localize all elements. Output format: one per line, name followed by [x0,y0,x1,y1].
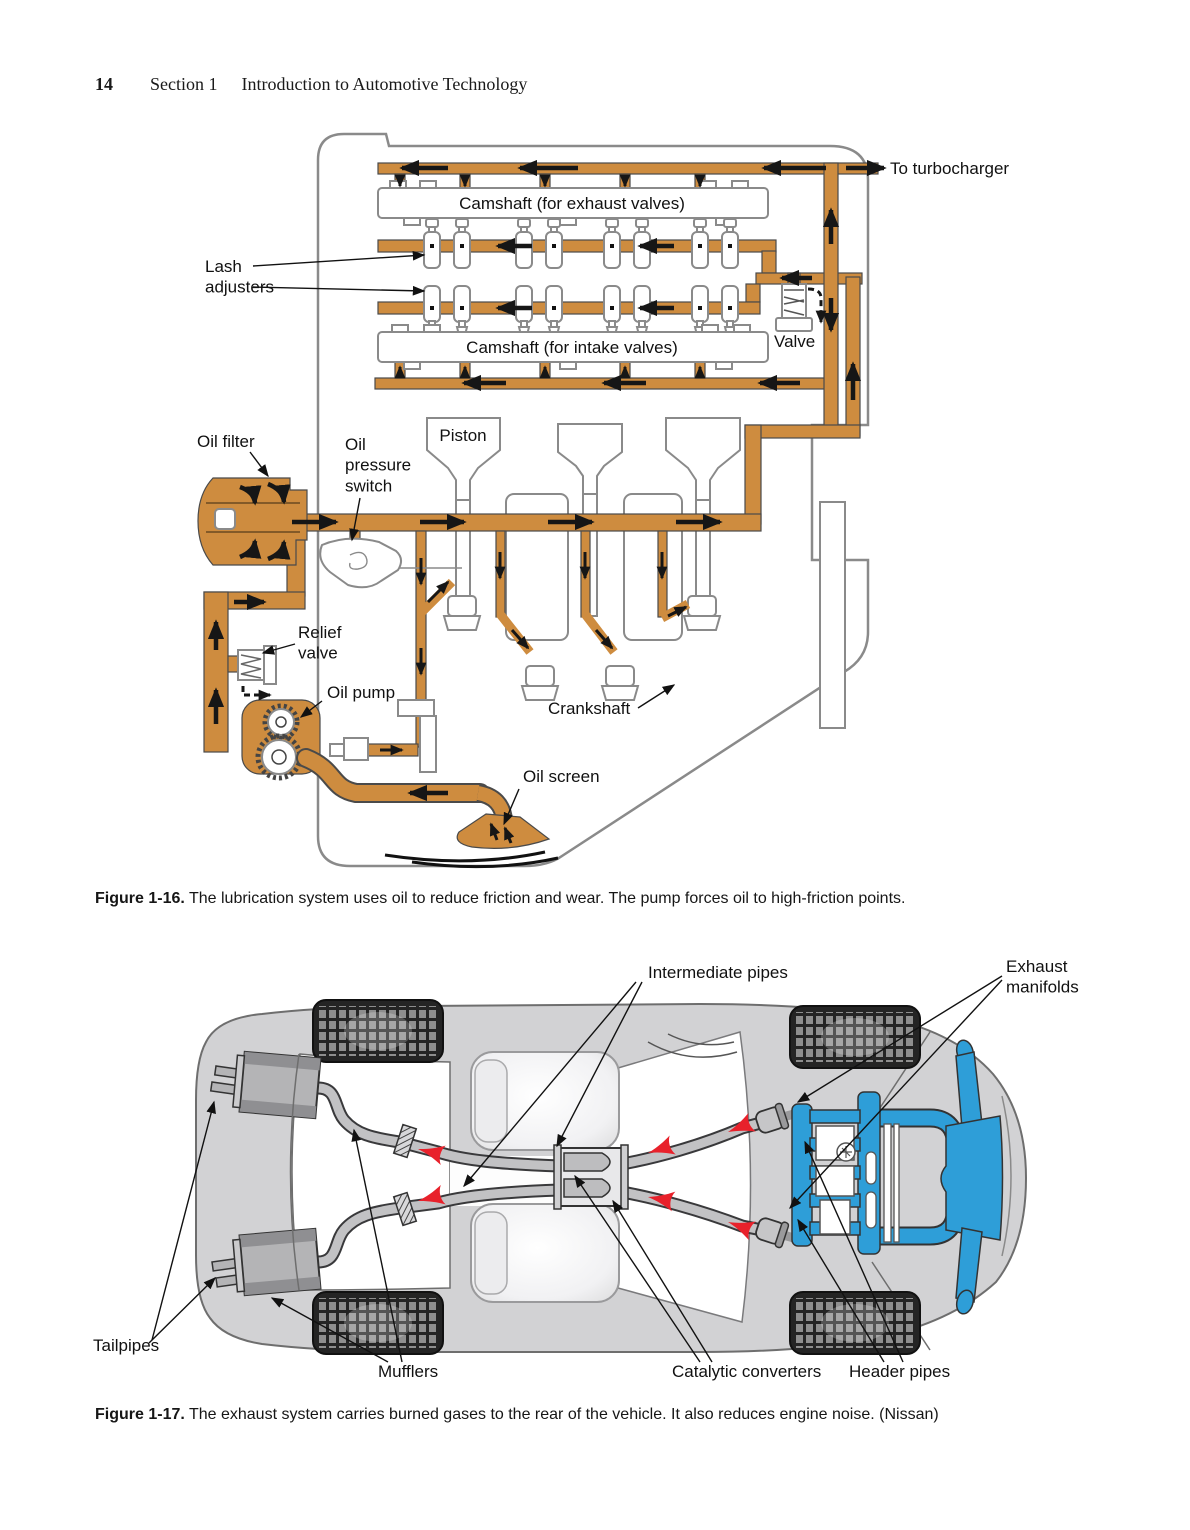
header-pipes-leader-2 [804,1140,904,1363]
valve-label: Valve [774,332,815,351]
windshield [608,1031,752,1323]
oil-filter [197,477,308,566]
camshaft-intake-label: Camshaft (for intake valves) [466,338,678,357]
intermediate-pipes-label: Intermediate pipes [648,963,788,982]
oil-screen-leader [503,788,520,826]
camshaft-intake: Camshaft (for intake valves) [377,324,769,370]
tire-front-left [789,1005,921,1069]
wiper-arcs [647,1033,738,1058]
crankshaft-label: Crankshaft [548,699,630,718]
flywheel-housing-outline [819,501,846,729]
oil-filter-leader [249,451,269,478]
oil-filter-label: Oil filter [197,432,255,451]
tire-rear-right [312,1291,444,1355]
tire-front-right [789,1291,921,1355]
catalytic-converters-label: Catalytic converters [672,1362,821,1381]
section-title: Introduction to Automotive Technology [241,74,528,94]
exhaust-manifolds-leader-1 [796,975,1003,1103]
header-pipes-label: Header pipes [849,1362,950,1381]
mufflers-leader-2 [270,1297,389,1363]
crankshaft-leader [637,684,676,709]
catalytic-converters-leader-1 [574,1174,701,1363]
oil-pump-leader [299,700,323,718]
intermediate-pipes-leader-2 [463,981,637,1188]
muffler-lower [232,1227,322,1297]
oil-screen-label: Oil screen [523,767,600,786]
oil-pickup-pipe [296,748,513,822]
catalytic-converters-leader-2 [612,1199,713,1363]
oil-pump-drive [329,699,437,773]
section-label: Section 1 [150,74,218,94]
relief-valve [227,645,277,685]
tailpipes-label: Tailpipes [93,1336,159,1355]
oil-pump-label: Oil pump [327,683,395,702]
engine-block [815,1123,900,1243]
figure-17-caption-text: The exhaust system carries burned gases … [188,1406,939,1423]
exhaust-manifolds-leader-2 [789,979,1003,1210]
figure-17-caption-label: Figure 1-17. [95,1406,185,1423]
front-bumper-line [1001,1095,1012,1257]
relief-valve-leader [261,643,296,655]
tire-rear-left [312,999,444,1063]
camshaft-exhaust-label: Camshaft (for exhaust valves) [459,194,685,213]
oil-pressure-switch-leader [349,497,361,542]
seat-left [470,1051,620,1151]
header-pipes-leader-1 [797,1218,885,1363]
parcel-shelf-line [289,1053,300,1291]
muffler-upper [232,1050,322,1120]
figure-16-lubrication-diagram: Camshaft (for exhaust valves) [197,132,1009,869]
oil-screen [384,813,559,869]
figure-16-caption: Figure 1-16. The lubrication system uses… [95,888,1135,909]
to-turbocharger-label: To turbocharger [890,159,1009,178]
piston-label: Piston [439,426,486,445]
oil-flow-arrows [207,159,887,844]
figure-16-caption-label: Figure 1-16. [95,890,185,907]
tailpipes-leader-1 [151,1100,216,1341]
intermediate-pipes-leader-1 [556,981,643,1148]
intermediate-pipe-lower [311,1183,567,1269]
mufflers-label: Mufflers [378,1362,438,1381]
page-header: 14 Section 1 Introduction to Automotive Te… [95,74,527,95]
lash-adjusters-leader-1 [252,250,426,267]
mufflers-leader-1 [351,1128,403,1363]
seat-right [470,1203,620,1303]
intermediate-pipe-upper [311,1081,567,1173]
crankshaft-journals [442,595,722,701]
oil-pressure-switch [319,537,462,589]
tailpipes-leader-2 [148,1277,216,1344]
figure-17-caption: Figure 1-17. The exhaust system carries … [95,1404,1135,1425]
figure-16-caption-text: The lubrication system uses oil to reduc… [188,890,906,907]
lash-adjusters-leader-2 [252,285,426,296]
page-number: 14 [95,74,113,94]
